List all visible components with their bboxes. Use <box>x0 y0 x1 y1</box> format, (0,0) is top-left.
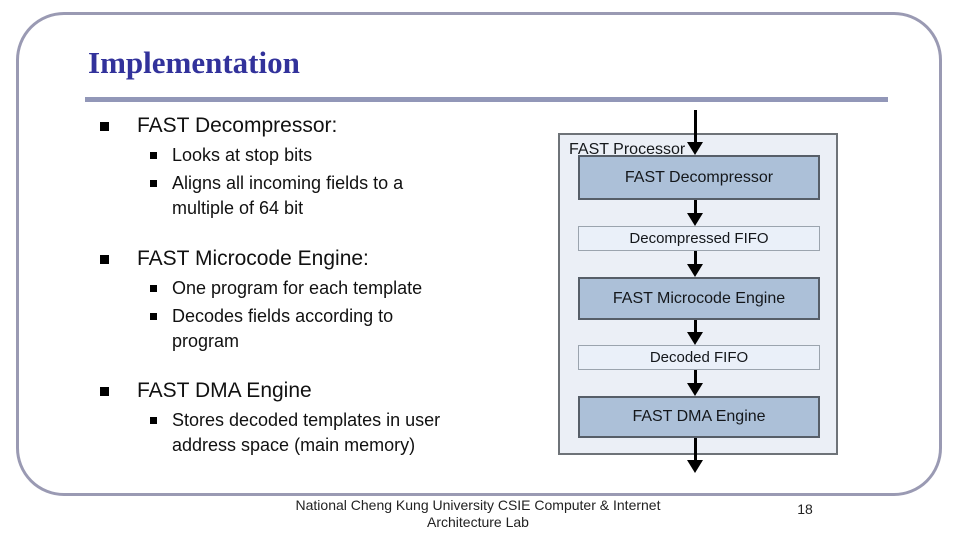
bullet-label: FAST Microcode Engine: <box>137 247 369 270</box>
bullet-label: FAST DMA Engine <box>137 379 312 402</box>
sub-bullet-text: Decodes fields according to program <box>172 306 394 351</box>
fast-processor-label: FAST Processor <box>569 141 686 158</box>
square-bullet-icon <box>100 387 109 396</box>
node-fast-microcode-engine: FAST Microcode Engine <box>578 277 820 320</box>
sub-bullet-row: Aligns all incoming fields to a multiple… <box>100 171 558 221</box>
title-rule <box>85 97 888 102</box>
bullet-row: FAST Decompressor: <box>100 112 558 140</box>
sub-bullet-row: Decodes fields according to program <box>100 304 558 354</box>
sub-bullet-row: Stores decoded templates in user address… <box>100 408 558 458</box>
sub-bullet-text: One program for each template <box>172 278 423 298</box>
sub-bullet-row: One program for each template <box>100 276 558 301</box>
square-bullet-icon <box>150 313 157 320</box>
bullet-group-fast-decompressor: FAST Decompressor: Looks at stop bits Al… <box>100 112 558 221</box>
square-bullet-icon <box>150 285 157 292</box>
square-bullet-icon <box>150 180 157 187</box>
bullet-row: FAST DMA Engine <box>100 377 558 405</box>
bullet-label: FAST Decompressor: <box>137 114 338 137</box>
page-title: Implementation <box>88 45 300 80</box>
arrow-down-icon <box>687 320 703 345</box>
node-decompressed-fifo: Decompressed FIFO <box>578 226 820 251</box>
node-fast-dma-engine: FAST DMA Engine <box>578 396 820 438</box>
arrow-down-icon <box>687 438 703 473</box>
footer-affiliation: National Cheng Kung University CSIE Comp… <box>295 497 661 530</box>
arrow-down-icon <box>687 251 703 277</box>
page-number: 18 <box>797 501 813 517</box>
square-bullet-icon <box>100 122 109 131</box>
bullet-group-fast-dma-engine: FAST DMA Engine Stores decoded templates… <box>100 377 558 458</box>
square-bullet-icon <box>150 417 157 424</box>
node-fast-decompressor: FAST Decompressor <box>578 155 820 200</box>
sub-bullet-text: Aligns all incoming fields to a multiple… <box>172 173 404 218</box>
sub-bullet-text: Looks at stop bits <box>172 145 313 165</box>
arrow-down-icon <box>687 200 703 226</box>
bullet-row: FAST Microcode Engine: <box>100 245 558 273</box>
arrow-down-icon <box>687 370 703 396</box>
sub-bullet-text: Stores decoded templates in user address… <box>172 410 441 455</box>
node-decoded-fifo: Decoded FIFO <box>578 345 820 370</box>
square-bullet-icon <box>100 255 109 264</box>
sub-bullet-row: Looks at stop bits <box>100 143 558 168</box>
arrow-down-icon <box>687 110 703 155</box>
slide-border <box>16 12 942 496</box>
bullet-group-fast-microcode-engine: FAST Microcode Engine: One program for e… <box>100 245 558 354</box>
square-bullet-icon <box>150 152 157 159</box>
